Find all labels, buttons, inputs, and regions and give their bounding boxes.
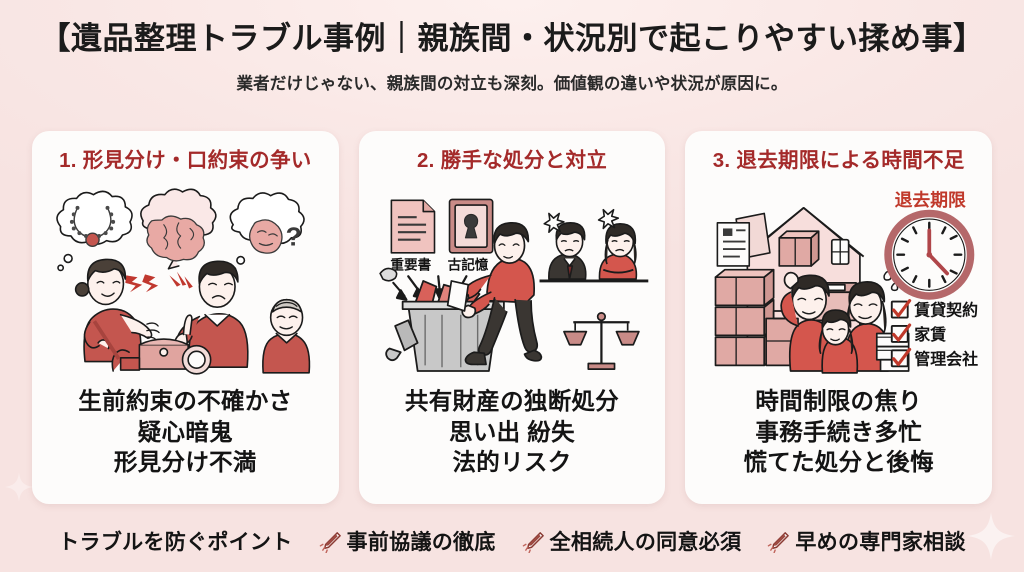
card-3[interactable]: 3. 退去期限による時間不足 (685, 131, 993, 504)
card-1-title: 1. 形見分け・口約束の争い (59, 149, 312, 172)
footer-point-2-label: 全相続人の同意必須 (549, 531, 742, 554)
sparkle-icon (2, 470, 36, 504)
moveout-deadline-illustration: 退去期限 (693, 177, 984, 384)
card-2-bullet-3: 法的リスク (452, 449, 572, 476)
svg-text:家賃: 家賃 (915, 325, 947, 344)
card-3-bullet-1: 時間制限の焦り (755, 388, 922, 414)
arguing-relatives-illustration: ? (40, 177, 331, 384)
footer-point-3[interactable]: 早めの専門家相談 (767, 526, 965, 556)
card-2-bullet-1: 共有財産の独断処分 (404, 388, 620, 414)
pen-icon (319, 531, 341, 553)
cards-row: 1. 形見分け・口約束の争い (32, 131, 993, 504)
card-1-bullet-3: 形見分け不満 (113, 449, 257, 476)
footer: トラブルを防ぐポイント 事前協議の徹底 全相続人の同意必須 早 (0, 515, 1024, 567)
svg-text:?: ? (286, 221, 302, 251)
footer-point-2[interactable]: 全相続人の同意必須 (522, 526, 742, 556)
footer-point-1-label: 事前協議の徹底 (346, 531, 496, 554)
illustration-label-memory: 古記憶 (447, 257, 488, 273)
pen-icon (522, 531, 544, 553)
footer-point-1[interactable]: 事前協議の徹底 (319, 526, 496, 556)
footer-point-3-label: 早めの専門家相談 (795, 531, 966, 554)
card-1-body: 生前約束の不確かさ 疑心暗鬼 形見分け不満 (78, 386, 292, 478)
card-3-bullet-2: 事務手続き多忙 (755, 418, 922, 445)
card-3-bullet-3: 慌てた処分と後悔 (743, 449, 934, 476)
card-1-bullet-1: 生前約束の不確かさ (78, 388, 293, 414)
page-subtitle: 業者だけじゃない、親族間の対立も深刻。価値観の違いや状況が原因に。 (236, 74, 788, 93)
card-2-bullet-2: 思い出 紛失 (449, 418, 575, 445)
header: 【遺品整理トラブル事例｜親族間・状況別で起こりやすい揉め事】 業者だけじゃない、… (0, 0, 1024, 94)
pen-icon (768, 531, 790, 553)
illustration-label-deadline: 退去期限 (895, 189, 966, 210)
svg-text:管理会社: 管理会社 (915, 349, 979, 368)
illustration-label-document: 重要書 (390, 257, 431, 273)
unilateral-disposal-illustration: 重要書 古記憶 (367, 177, 658, 384)
card-3-body: 時間制限の焦り 事務手続き多忙 慌てた処分と後悔 (743, 386, 933, 478)
page-title: 【遺品整理トラブル事例｜親族間・状況別で起こりやすい揉め事】 (39, 21, 985, 56)
card-1[interactable]: 1. 形見分け・口約束の争い (32, 131, 339, 504)
card-2-title: 2. 勝手な処分と対立 (416, 149, 608, 172)
card-3-title: 3. 退去期限による時間不足 (712, 149, 965, 172)
card-1-bullet-2: 疑心暗鬼 (137, 418, 233, 445)
svg-text:賃貸契約: 賃貸契約 (914, 301, 979, 320)
card-2-body: 共有財産の独断処分 思い出 紛失 法的リスク (405, 386, 619, 478)
card-2[interactable]: 2. 勝手な処分と対立 重要書 (358, 131, 666, 504)
checklist: 賃貸契約 家賃 管理会社 (891, 299, 979, 368)
footer-label: トラブルを防ぐポイント (58, 531, 293, 554)
